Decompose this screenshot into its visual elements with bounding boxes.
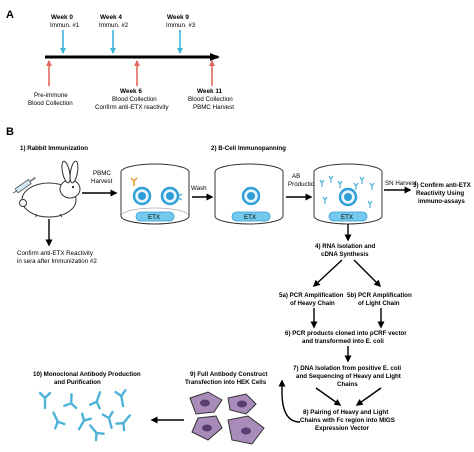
week-label: Week 4: [100, 14, 122, 21]
dish-1-panning: ETX: [120, 163, 190, 225]
arrow-7-to-8-left: [315, 387, 342, 406]
step-3-line-3: immuno-assays: [418, 198, 465, 205]
step-5b-line-1: 5b) PCR Amplification: [347, 292, 412, 299]
syringe-icon: [13, 176, 37, 194]
step-7-line-2: and Sequencing of Heavy and Light: [296, 373, 401, 380]
immunization-week-0: Week 0 Immun. #1: [50, 14, 80, 54]
step-3-line-2: Reactivity Using: [416, 190, 464, 197]
etx-label: ETX: [148, 214, 160, 221]
step-8-line-1: 8) Pairing of Heavy and Light: [303, 409, 388, 416]
immunization-week-4: Week 4 Immun. #2: [99, 14, 129, 54]
event-label: Blood Collection: [28, 100, 73, 107]
ab-label-line-2: Production: [288, 181, 318, 188]
rabbit-illustration: [13, 160, 81, 218]
confirm-sera-line-2: in sera after Immunization #2: [17, 258, 97, 265]
event-label: Pre-immune: [34, 92, 68, 99]
step-5a-line-2: of Heavy Chain: [290, 300, 335, 307]
etx-label: ETX: [341, 214, 353, 221]
step-7-line-3: Chains: [337, 381, 358, 388]
week-label: Week 0: [51, 14, 73, 21]
event-label: Immun. #2: [99, 22, 129, 29]
b-cell: [241, 186, 261, 206]
ab-label-line-1: AB: [292, 173, 300, 180]
step-3-line-1: 3) Confirm anti-ETX: [413, 182, 472, 189]
panel-b-label: B: [6, 126, 14, 138]
arrow-to-step-5a: [312, 259, 343, 288]
arrow-8-to-9: [278, 379, 301, 423]
b-cell: [338, 187, 358, 207]
step-4-line-1: 4) RNA Isolation and: [315, 243, 375, 250]
step-8-line-2: Chains with Fc region into MIGS: [300, 417, 395, 424]
pbmc-label-line-1: PBMC: [93, 170, 111, 177]
panel-a: A Week 0 Immun. #1 Week 4 Immun. #2 Week…: [6, 9, 234, 111]
week-label: Week 9: [167, 14, 189, 21]
step-9-line-2: Transfection into HEK Cells: [185, 379, 267, 386]
arrow-to-step-5b: [353, 259, 382, 288]
collection-week-11: Week 11 Blood Collection PBMC Harvest: [188, 60, 234, 111]
event-label: Confirm anti-ETX reactivity: [95, 104, 169, 111]
confirm-sera-line-1: Confirm anti-ETX Reactivity: [17, 250, 94, 257]
week-label: Week 11: [197, 88, 223, 95]
step-4-line-2: cDNA Synthesis: [321, 251, 369, 258]
orange-receptor: [130, 177, 138, 186]
step-6-line-1: 6) PCR products cloned into pCRF vector: [285, 330, 407, 337]
arrow-7-to-8-right: [355, 387, 382, 406]
dish-2-panning: ETX: [214, 163, 284, 225]
step-1-title: 1) Rabbit Immunization: [20, 145, 88, 152]
event-label: PBMC Harvest: [193, 104, 234, 111]
step-2-title: 2) B-Cell Immunopanning: [211, 145, 286, 152]
secreted-antibodies: [319, 175, 375, 208]
step-6-line-2: and transformed into E. coli: [302, 338, 384, 345]
week-label: Week 6: [120, 88, 142, 95]
event-label: Immun. #3: [166, 22, 196, 29]
sn-harvest-label: SN Harvest: [385, 180, 417, 187]
event-label: Immun. #1: [50, 22, 80, 29]
collection-pre-immune: Pre-immune Blood Collection: [28, 60, 73, 107]
wash-label: Wash: [191, 185, 207, 192]
step-10-line-1: 10) Monoclonal Antibody Production: [33, 371, 141, 378]
event-label: Blood Collection: [112, 96, 157, 103]
hek-cells: [189, 391, 265, 445]
step-5b-line-2: of Light Chain: [358, 300, 400, 307]
event-label: Blood Collection: [188, 96, 233, 103]
pbmc-label-line-2: Harvest: [91, 178, 113, 185]
dish-3-antibodies: ETX: [313, 163, 383, 225]
b-cell: [160, 186, 183, 206]
panel-a-label: A: [6, 9, 14, 21]
b-cell: [132, 186, 152, 206]
etx-label: ETX: [244, 214, 256, 221]
step-7-line-1: 7) DNA Isolation from positive E. coli: [293, 365, 401, 372]
purified-antibodies: [38, 389, 132, 442]
panel-b: B 1) Rabbit Immunization 2) B-Cell Immun…: [6, 126, 472, 445]
collection-week-6: Week 6 Blood Collection Confirm anti-ETX…: [95, 60, 169, 111]
immunization-week-9: Week 9 Immun. #3: [166, 14, 196, 54]
step-8-line-3: Expression Vector: [315, 425, 370, 432]
step-10-line-2: and Purification: [54, 379, 101, 386]
step-5a-line-1: 5a) PCR Amplification: [279, 292, 344, 299]
step-9-line-1: 9) Full Antibody Construct: [190, 371, 267, 378]
